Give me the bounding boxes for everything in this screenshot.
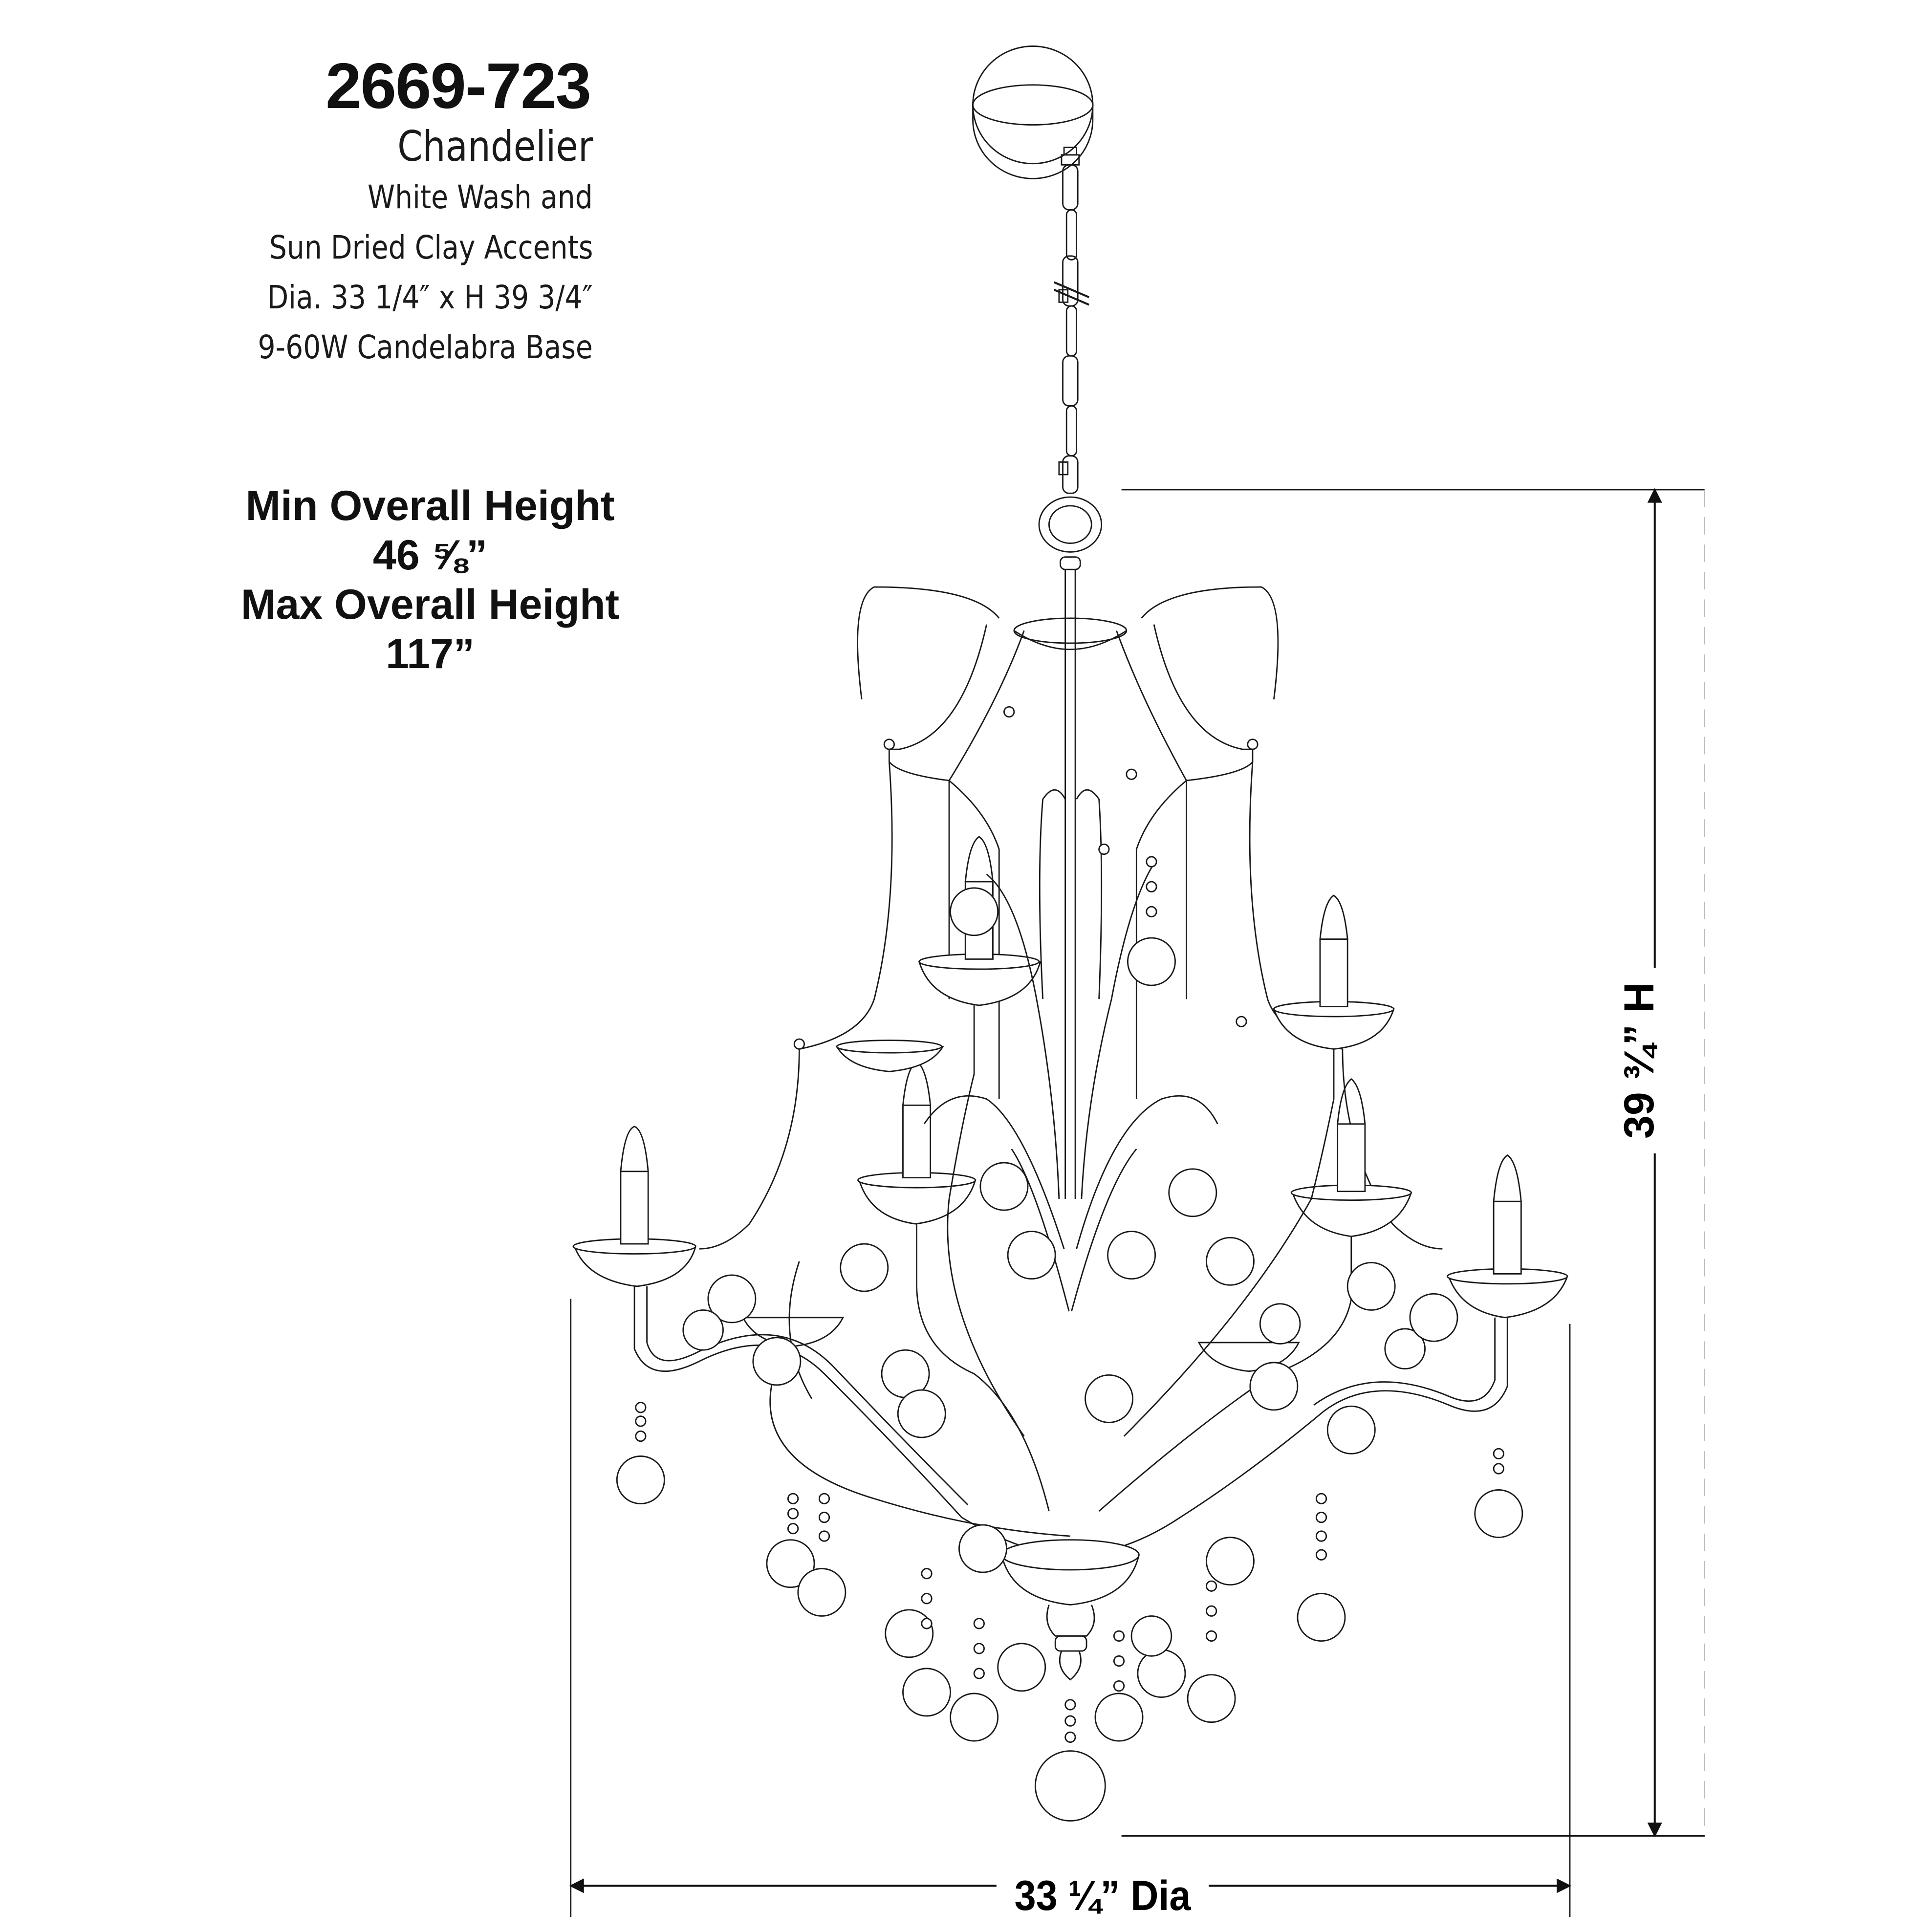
top-crown bbox=[857, 586, 1279, 781]
chain bbox=[1053, 147, 1089, 494]
min-height-value: 46 ⅝” bbox=[372, 532, 488, 579]
loop-ring bbox=[1038, 496, 1103, 1199]
diameter-dimension-label: 33 ¼” Dia bbox=[996, 1872, 1209, 1920]
upper-frame bbox=[699, 706, 1443, 1250]
finish-line-1: White Wash and bbox=[368, 178, 593, 216]
min-height-label: Min Overall Height bbox=[245, 482, 615, 529]
product-type: Chandelier bbox=[397, 122, 593, 171]
overall-height-block: Min Overall Height 46 ⅝” Max Overall Hei… bbox=[235, 481, 626, 679]
bulb-spec: 9-60W Candelabra Base bbox=[258, 328, 593, 366]
model-number: 2669-723 bbox=[326, 50, 591, 122]
center-sprays bbox=[923, 789, 1218, 1312]
finish-line-2: Sun Dried Clay Accents bbox=[269, 229, 593, 266]
bottom-bowl bbox=[1000, 1539, 1140, 1681]
lower-arms bbox=[633, 1005, 1508, 1556]
height-dimension-label: 39 ¾” H bbox=[1615, 967, 1664, 1153]
max-height-value: 117” bbox=[386, 630, 475, 677]
candles bbox=[572, 836, 1568, 1372]
ceiling-canopy bbox=[972, 45, 1094, 179]
crystal-drops bbox=[616, 843, 1523, 1822]
dimensions-text: Dia. 33 1/4″ x H 39 3/4″ bbox=[267, 279, 593, 316]
max-height-label: Max Overall Height bbox=[240, 581, 620, 628]
